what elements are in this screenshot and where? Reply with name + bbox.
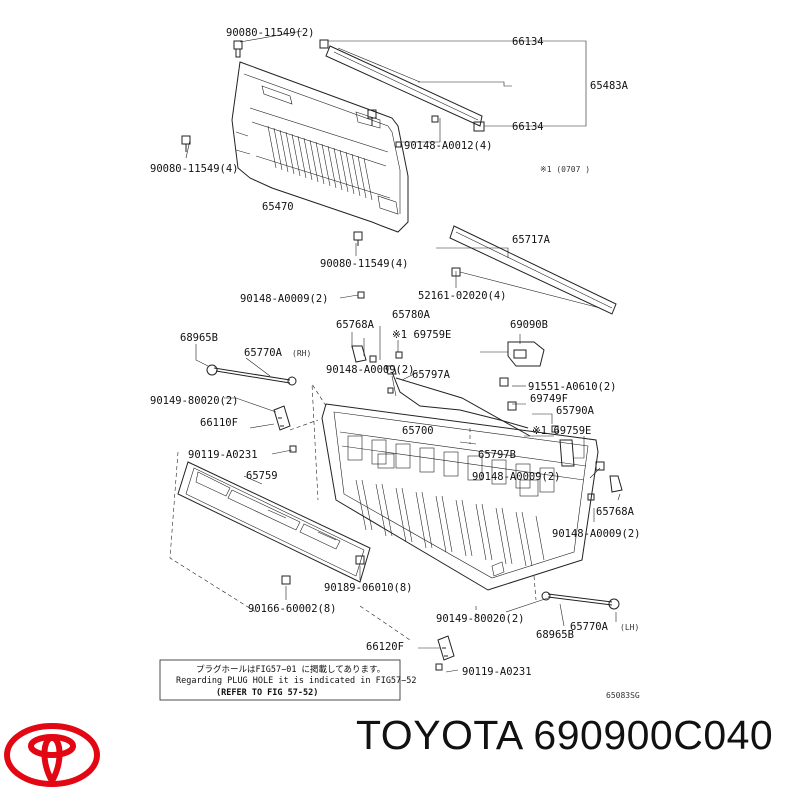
figure-code: 65083SG <box>606 691 640 700</box>
label-65790A: 65790A <box>556 405 595 417</box>
bolts-upper <box>181 40 439 246</box>
label-90119-A0231-b: 90119-A0231 <box>462 666 532 678</box>
label-91551-A0610: 91551-A0610(2) <box>528 381 617 393</box>
label-65797B: 65797B <box>478 449 516 461</box>
label-90119-A0231-a: 90119-A0231 <box>188 449 258 461</box>
label-69090B: 69090B <box>510 319 548 331</box>
label-66120F: 66120F <box>366 641 404 653</box>
label-90166-60002: 90166-60002(8) <box>248 603 337 615</box>
label-90148-A0009-d: 90148-A0009(2) <box>552 528 641 540</box>
label-lh: (LH) <box>620 623 639 632</box>
label-90080-11549-2: 90080-11549(2) <box>226 27 315 39</box>
tailgate-panel-65700 <box>321 403 599 591</box>
rail-65717A <box>449 225 617 315</box>
label-90148-A0009-b: 90148-A0009(2) <box>326 364 415 376</box>
part-labels: 90080-11549(2) 66134 65483A 66134 90148-… <box>150 27 641 700</box>
note-line-2: Regarding PLUG HOLE it is indicated in F… <box>176 676 417 686</box>
label-66134-top: 66134 <box>512 36 544 48</box>
label-90149-80020-rh: 90149-80020(2) <box>150 395 239 407</box>
label-66110F: 66110F <box>200 417 238 429</box>
label-68965B-upper: 68965B <box>180 332 218 344</box>
label-65700: 65700 <box>402 425 434 437</box>
toyota-logo-icon <box>4 723 100 787</box>
label-69749F: 69749F <box>530 393 568 405</box>
label-65759: 65759 <box>246 470 278 482</box>
label-68965B-lower: 68965B <box>536 629 574 641</box>
label-65483A: 65483A <box>590 80 629 92</box>
label-rh: (RH) <box>292 349 311 358</box>
cable-lh <box>541 591 620 610</box>
label-90149-80020-lh: 90149-80020(2) <box>436 613 525 625</box>
label-note-0707: ※1 (0707 ) <box>540 165 590 174</box>
label-90148-A0009-c: 90148-A0009(2) <box>472 471 561 483</box>
label-65768A-upper: 65768A <box>336 319 375 331</box>
rear-panel-65470 <box>231 61 409 233</box>
label-90189-06010: 90189-06010(8) <box>324 582 413 594</box>
fasteners <box>281 291 365 585</box>
label-65717A: 65717A <box>512 234 551 246</box>
label-65770A-lh: 65770A <box>570 621 609 633</box>
hinge-plates <box>273 405 455 671</box>
reference-note: プラグホールはFIG57−01 に掲載してあります。 Regarding PLU… <box>159 659 417 701</box>
label-65768A-lower: 65768A <box>596 506 635 518</box>
label-65797A: 65797A <box>412 369 451 381</box>
label-65770A-rh: 65770A <box>244 347 283 359</box>
label-90148-A0012: 90148-A0012(4) <box>404 140 493 152</box>
rail-65483A <box>319 39 485 132</box>
label-90148-A0009-a: 90148-A0009(2) <box>240 293 329 305</box>
cable-rh <box>206 364 297 386</box>
label-66134-bottom: 66134 <box>512 121 544 133</box>
note-line-3: (REFER TO FIG 57-52) <box>216 688 318 698</box>
trim-65759 <box>177 461 371 583</box>
label-65470: 65470 <box>262 201 294 213</box>
label-69759E-lower: ※1 69759E <box>532 425 591 437</box>
note-line-1: プラグホールはFIG57−01 に掲載してあります。 <box>196 664 385 675</box>
label-65780A: 65780A <box>392 309 431 321</box>
leader-lines <box>169 30 621 673</box>
part-number-title: TOYOTA 690900C040 <box>356 712 774 758</box>
label-52161-02020: 52161-02020(4) <box>418 290 507 302</box>
label-69759E-upper: ※1 69759E <box>392 329 451 341</box>
label-90080-11549-4-a: 90080-11549(4) <box>150 163 239 175</box>
label-90080-11549-4-b: 90080-11549(4) <box>320 258 409 270</box>
lock-rods <box>351 341 623 501</box>
